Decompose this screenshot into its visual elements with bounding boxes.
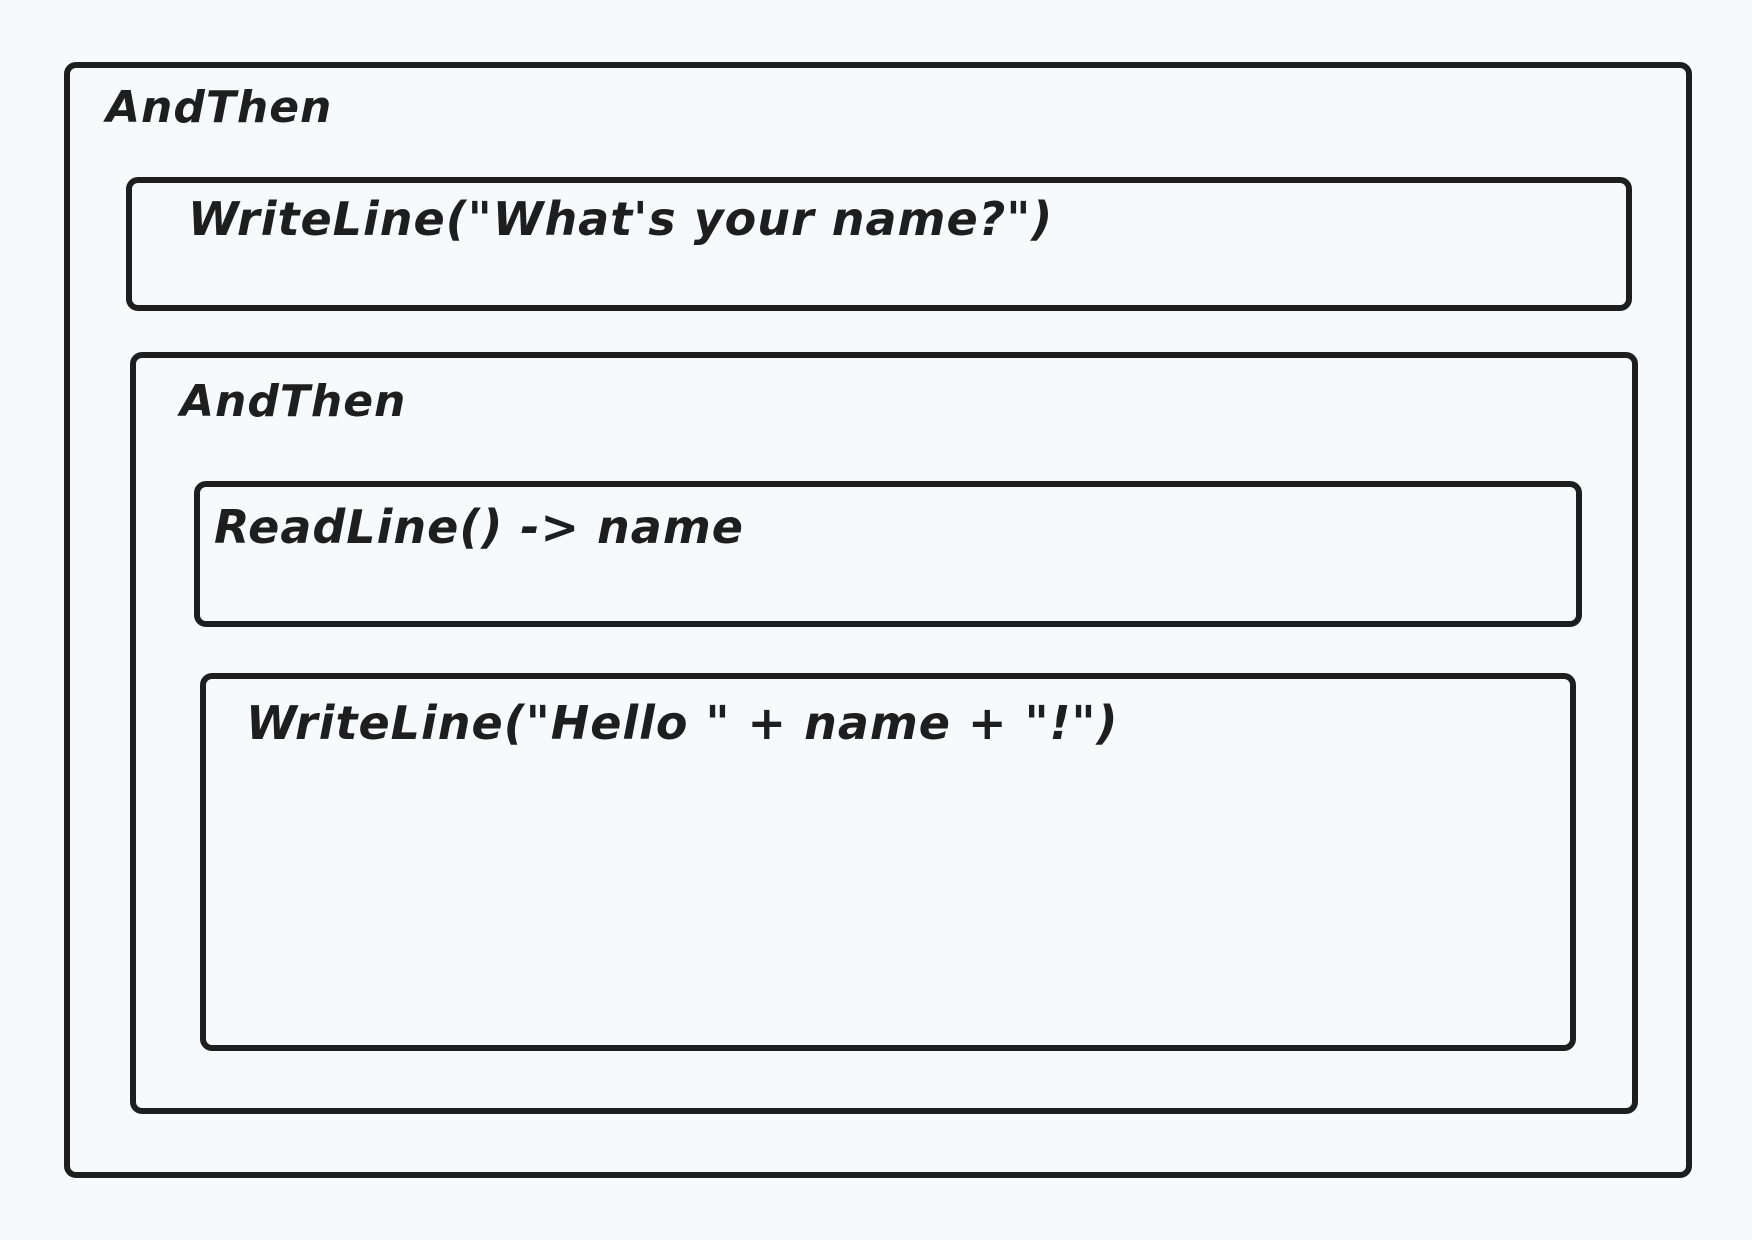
outer-andthen-label: AndThen: [106, 82, 333, 133]
outer-andthen-box: [64, 62, 1692, 1178]
writeline-hello-label: WriteLine("Hello " + name + "!"): [246, 696, 1119, 750]
inner-andthen-box: [130, 352, 1638, 1114]
writeline-question-box: [126, 177, 1632, 311]
inner-andthen-label: AndThen: [180, 376, 407, 427]
writeline-hello-box: [200, 673, 1576, 1051]
writeline-question-label: WriteLine("What's your name?"): [188, 192, 1054, 246]
readline-label: ReadLine() -> name: [214, 500, 744, 554]
readline-box: [194, 481, 1582, 627]
